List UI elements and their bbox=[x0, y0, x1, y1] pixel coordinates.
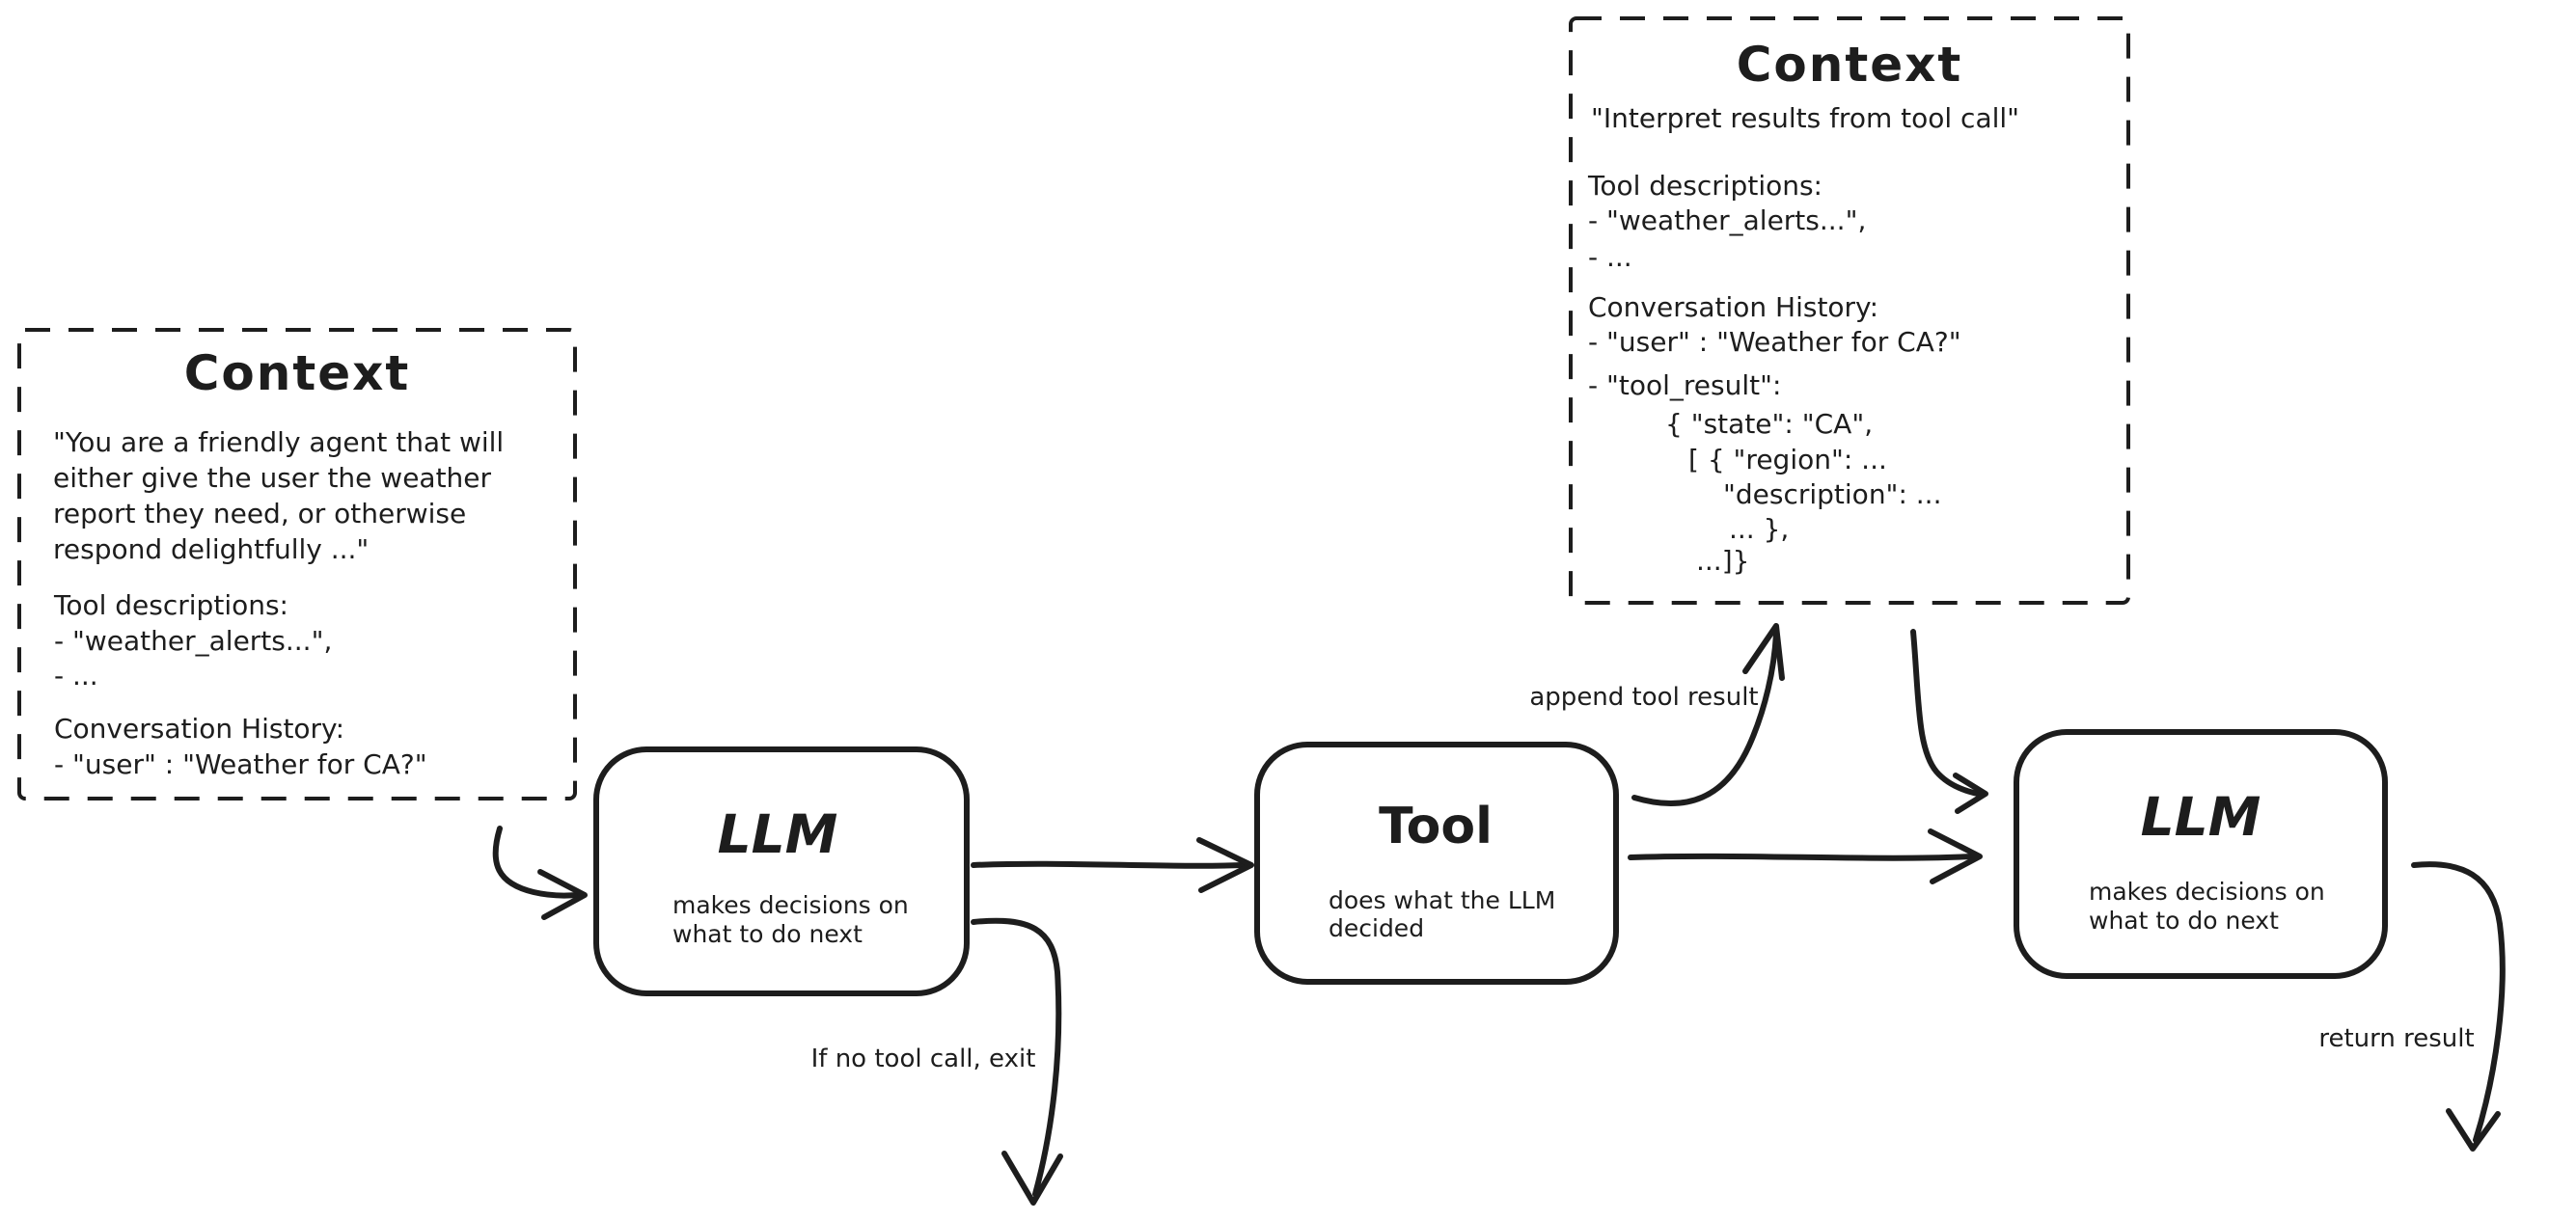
arrow-llm2-return bbox=[2411, 861, 2506, 1152]
context-left-body-line: respond delightfully ..." bbox=[53, 533, 369, 565]
context-top-title: Context bbox=[1737, 37, 1963, 93]
arrow-shaft bbox=[1631, 631, 1779, 807]
context-top-tooldesc-line: - ... bbox=[1588, 241, 1632, 273]
llm-2-border bbox=[2014, 729, 2388, 979]
arrow-shaft bbox=[1910, 629, 1981, 797]
arrow-context-left-to-llm1 bbox=[492, 826, 588, 920]
arrowhead-right-icon bbox=[1953, 773, 1988, 814]
arrow-shaft bbox=[2411, 861, 2506, 1143]
edge-label-append-tool-result: append tool result bbox=[1529, 683, 1758, 712]
arrow-tool-to-llm2 bbox=[1628, 828, 1983, 884]
arrow-context-top-to-llm2 bbox=[1910, 629, 1988, 814]
context-left-body-line: "You are a friendly agent that will bbox=[53, 426, 504, 458]
context-box-top: Context "Interpret results from tool cal… bbox=[1569, 16, 2130, 605]
arrow-shaft bbox=[1628, 853, 1975, 861]
context-box-left: Context "You are a friendly agent that w… bbox=[17, 328, 577, 800]
tool-title: Tool bbox=[1379, 798, 1493, 855]
context-top-history-line: - "tool_result": bbox=[1588, 369, 1781, 401]
context-top-tooldesc-line: Tool descriptions: bbox=[1587, 170, 1822, 202]
context-top-dashed-border bbox=[1569, 16, 2130, 605]
llm-2-title: LLM bbox=[2141, 786, 2261, 848]
context-left-body-line: either give the user the weather bbox=[53, 462, 492, 494]
llm-1-subtitle-line: what to do next bbox=[672, 920, 863, 948]
context-top-history-line: Conversation History: bbox=[1588, 291, 1878, 323]
context-top-history-line: [ { "region": ... bbox=[1688, 444, 1887, 475]
arrowhead-right-icon bbox=[537, 869, 588, 920]
context-top-subtitle: "Interpret results from tool call" bbox=[1591, 102, 2019, 134]
arrow-llm1-exit bbox=[971, 917, 1063, 1206]
arrow-shaft bbox=[492, 826, 580, 899]
context-top-tooldesc-line: - "weather_alerts...", bbox=[1588, 204, 1866, 236]
tool-node: Tool does what the LLM decided bbox=[1254, 742, 1619, 985]
arrowhead-down-icon bbox=[1001, 1151, 1063, 1206]
context-left-dashed-border bbox=[17, 328, 577, 800]
tool-subtitle-line: does what the LLM bbox=[1329, 886, 1555, 914]
llm-2-subtitle-line: makes decisions on bbox=[2089, 878, 2325, 906]
tool-border bbox=[1254, 742, 1619, 985]
llm-2-subtitle-line: what to do next bbox=[2089, 907, 2279, 935]
context-left-tooldesc-line: - ... bbox=[54, 660, 98, 692]
arrowhead-up-icon bbox=[1742, 623, 1785, 681]
context-left-tooldesc-line: - "weather_alerts...", bbox=[54, 625, 332, 657]
context-left-body-line: report they need, or otherwise bbox=[53, 498, 466, 529]
arrow-shaft bbox=[971, 860, 1246, 869]
context-top-history-line: - "user" : "Weather for CA?" bbox=[1588, 326, 1961, 358]
arrowhead-right-icon bbox=[1928, 828, 1983, 884]
llm-node-1: LLM makes decisions on what to do next bbox=[593, 746, 970, 996]
context-top-history-line: "description": ... bbox=[1723, 478, 1941, 510]
context-left-history-line: - "user" : "Weather for CA?" bbox=[54, 748, 427, 780]
context-left-title: Context bbox=[184, 345, 411, 401]
arrow-llm1-to-tool bbox=[971, 837, 1254, 893]
context-left-tooldesc-line: Tool descriptions: bbox=[53, 589, 288, 621]
llm-node-2: LLM makes decisions on what to do next bbox=[2014, 729, 2388, 979]
llm-1-title: LLM bbox=[718, 803, 838, 865]
arrow-shaft bbox=[971, 917, 1062, 1197]
llm-1-subtitle-line: makes decisions on bbox=[672, 891, 909, 919]
llm-1-border bbox=[593, 746, 970, 996]
context-top-history-line: ... }, bbox=[1729, 513, 1789, 545]
edge-label-return-result: return result bbox=[2318, 1024, 2474, 1053]
arrow-tool-to-context-top bbox=[1631, 623, 1785, 807]
context-top-history-line: ...]} bbox=[1696, 545, 1749, 577]
edge-label-no-tool-call-exit: If no tool call, exit bbox=[811, 1045, 1036, 1073]
arrowhead-right-icon bbox=[1196, 837, 1254, 893]
context-top-history-line: { "state": "CA", bbox=[1665, 408, 1873, 440]
tool-subtitle-line: decided bbox=[1329, 914, 1424, 942]
context-left-history-line: Conversation History: bbox=[54, 713, 344, 745]
arrowhead-down-icon bbox=[2446, 1108, 2501, 1152]
